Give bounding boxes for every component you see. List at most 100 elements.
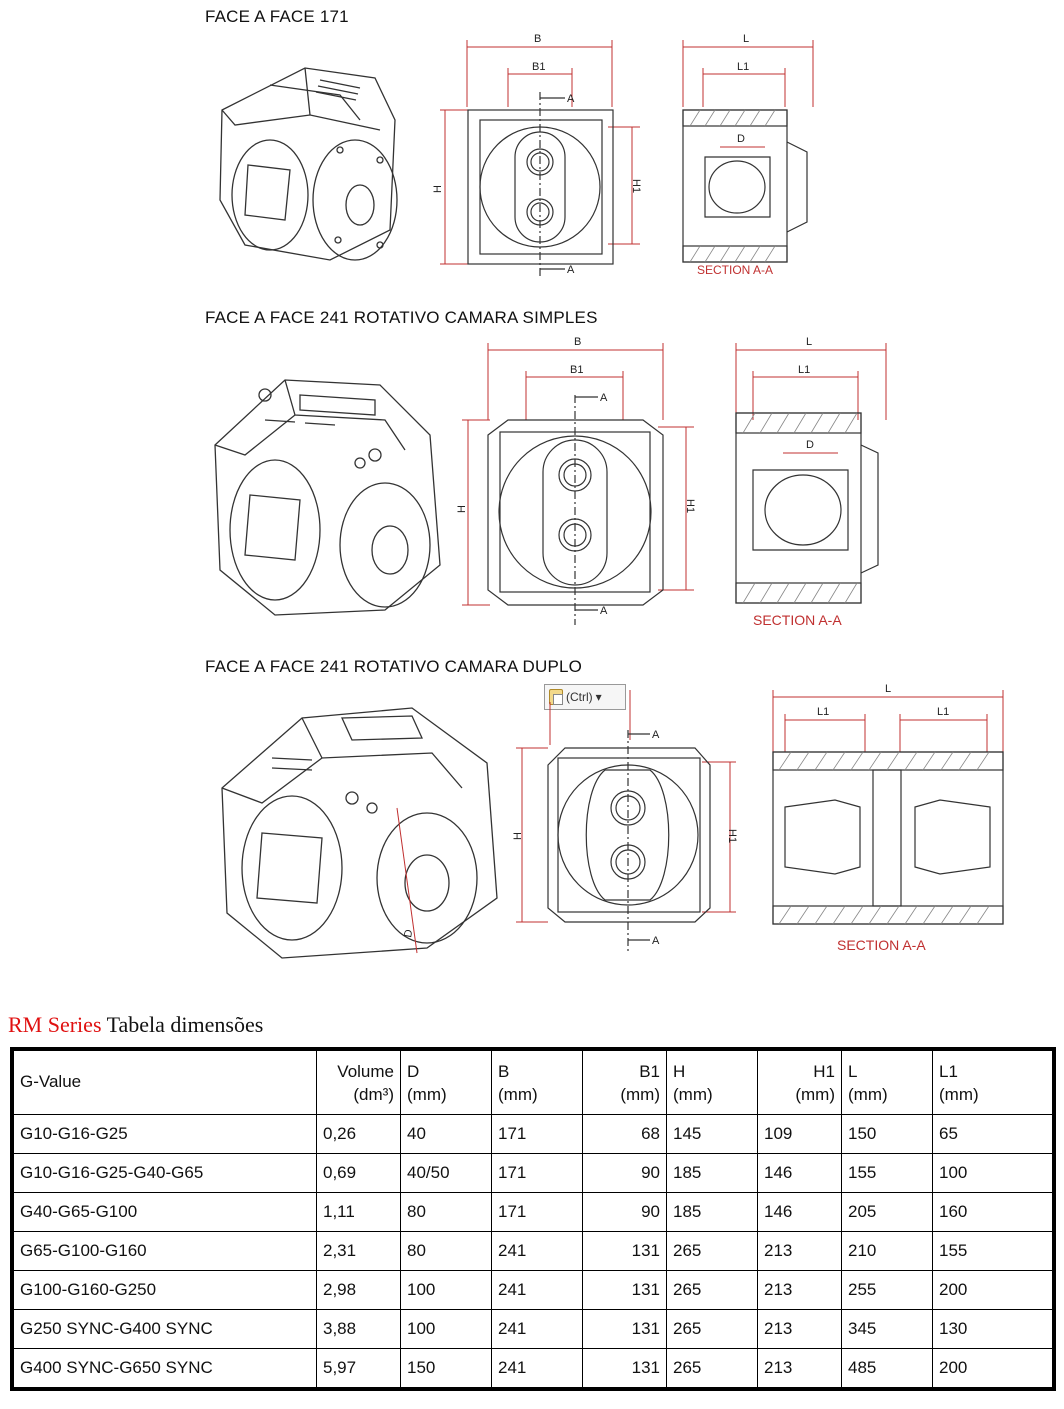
cell-d: 100 (400, 1309, 492, 1349)
cell-h1: 213 (757, 1270, 842, 1310)
header-g-value: G-Value (13, 1050, 317, 1115)
clipboard-icon (549, 689, 563, 705)
cell-d: 80 (400, 1231, 492, 1271)
cell-g-value: G100-G160-G250 (13, 1270, 317, 1310)
dim-label-b: B (574, 336, 581, 348)
cell-b1: 68 (582, 1114, 667, 1154)
cell-l1: 130 (932, 1309, 1053, 1349)
cell-l: 155 (841, 1153, 933, 1193)
section-marker-top: A (600, 392, 608, 404)
section-view-drawing-241-duplo: L L1 L1 SECTION A-A (765, 682, 1010, 962)
cell-b: 241 (491, 1309, 583, 1349)
isometric-housing-drawing-241-simples (205, 355, 455, 625)
section-title-241-simples: FACE A FACE 241 ROTATIVO CAMARA SIMPLES (205, 308, 598, 327)
section-view-drawing-171: L L1 D SECTION A-A (675, 32, 825, 282)
header-h: H(mm) (666, 1050, 758, 1115)
cell-g-value: G400 SYNC-G650 SYNC (13, 1348, 317, 1388)
table-row: G65-G100-G160 2,31 80 241 131 265 213 21… (13, 1231, 1053, 1271)
dim-label-b: B (534, 33, 541, 45)
cell-l: 345 (841, 1309, 933, 1349)
cell-h: 265 (666, 1270, 758, 1310)
paste-options-button[interactable]: (Ctrl) ▾ (544, 684, 626, 710)
table-row: G400 SYNC-G650 SYNC 5,97 150 241 131 265… (13, 1348, 1053, 1388)
dim-label-b1: B1 (532, 61, 545, 73)
dim-label-l: L (743, 33, 749, 45)
isometric-housing-drawing-241-duplo: D (212, 688, 502, 963)
cell-volume: 1,11 (316, 1192, 401, 1232)
section-marker-bottom: A (652, 935, 660, 947)
cell-b1: 90 (582, 1192, 667, 1232)
cell-h: 185 (666, 1153, 758, 1193)
table-title-rest: Tabela dimensões (101, 1012, 264, 1037)
cell-b: 171 (491, 1153, 583, 1193)
cell-l1: 200 (932, 1348, 1053, 1388)
cell-volume: 0,26 (316, 1114, 401, 1154)
table-title: RM Series Tabela dimensões (8, 1012, 263, 1038)
table-row: G40-G65-G100 1,11 80 171 90 185 146 205 … (13, 1192, 1053, 1232)
dim-label-h1: H1 (726, 829, 738, 843)
cell-b1: 131 (582, 1270, 667, 1310)
dim-label-l1: L1 (798, 364, 810, 376)
cell-b: 241 (491, 1231, 583, 1271)
cell-d: 100 (400, 1270, 492, 1310)
header-volume: Volume(dm³) (316, 1050, 401, 1115)
cell-h1: 213 (757, 1231, 842, 1271)
section-marker-top: A (567, 93, 575, 105)
cell-l: 210 (841, 1231, 933, 1271)
header-h1: H1(mm) (757, 1050, 842, 1115)
cell-l1: 65 (932, 1114, 1053, 1154)
cell-volume: 5,97 (316, 1348, 401, 1388)
dim-label-l: L (885, 683, 891, 695)
section-marker-bottom: A (567, 264, 575, 276)
cell-l1: 200 (932, 1270, 1053, 1310)
table-row: G10-G16-G25-G40-G65 0,69 40/50 171 90 18… (13, 1153, 1053, 1193)
section-marker-bottom: A (600, 605, 608, 617)
cell-h: 265 (666, 1309, 758, 1349)
header-l1: L1(mm) (932, 1050, 1053, 1115)
cell-volume: 2,31 (316, 1231, 401, 1271)
section-title-241-duplo: FACE A FACE 241 ROTATIVO CAMARA DUPLO (205, 657, 583, 676)
dim-label-h1: H1 (630, 179, 642, 193)
cell-l: 485 (841, 1348, 933, 1388)
cell-d: 80 (400, 1192, 492, 1232)
section-view-drawing-241-simples: L L1 D SECTION A-A (728, 335, 898, 635)
table-row: G100-G160-G250 2,98 100 241 131 265 213 … (13, 1270, 1053, 1310)
section-aa-label-241-duplo: SECTION A-A (837, 937, 926, 953)
table-header-row: G-Value Volume(dm³) D(mm) B(mm) B1(mm) H… (13, 1050, 1053, 1115)
cell-h1: 109 (757, 1114, 842, 1154)
cell-h1: 213 (757, 1348, 842, 1388)
section-marker-top: A (652, 729, 660, 741)
table-row: G10-G16-G25 0,26 40 171 68 145 109 150 6… (13, 1114, 1053, 1154)
dim-label-b1: B1 (570, 364, 583, 376)
cell-b: 171 (491, 1192, 583, 1232)
header-b1: B1(mm) (582, 1050, 667, 1115)
header-l: L(mm) (841, 1050, 933, 1115)
cell-l1: 100 (932, 1153, 1053, 1193)
dim-label-h: H (432, 185, 444, 193)
front-view-drawing-171: B B1 H H1 A A (432, 32, 650, 282)
header-d: D(mm) (400, 1050, 492, 1115)
cell-b: 171 (491, 1114, 583, 1154)
cell-l: 255 (841, 1270, 933, 1310)
cell-d: 150 (400, 1348, 492, 1388)
front-view-drawing-241-simples: B B1 H H1 A A (456, 335, 698, 625)
cell-g-value: G65-G100-G160 (13, 1231, 317, 1271)
cell-l1: 155 (932, 1231, 1053, 1271)
dim-label-d: D (806, 439, 814, 451)
cell-d: 40/50 (400, 1153, 492, 1193)
dim-label-d: D (402, 929, 415, 939)
cell-h: 185 (666, 1192, 758, 1232)
cell-h1: 213 (757, 1309, 842, 1349)
cell-l: 150 (841, 1114, 933, 1154)
cell-l: 205 (841, 1192, 933, 1232)
cell-b1: 131 (582, 1309, 667, 1349)
section-aa-label-171: SECTION A-A (697, 263, 773, 277)
section-title-171: FACE A FACE 171 (205, 7, 349, 26)
cell-h: 265 (666, 1348, 758, 1388)
dim-label-l1-left: L1 (817, 706, 829, 718)
dim-label-d: D (737, 133, 745, 145)
cell-g-value: G10-G16-G25-G40-G65 (13, 1153, 317, 1193)
table-row: G250 SYNC-G400 SYNC 3,88 100 241 131 265… (13, 1309, 1053, 1349)
cell-b1: 131 (582, 1348, 667, 1388)
chevron-down-icon: ▾ (595, 690, 602, 704)
